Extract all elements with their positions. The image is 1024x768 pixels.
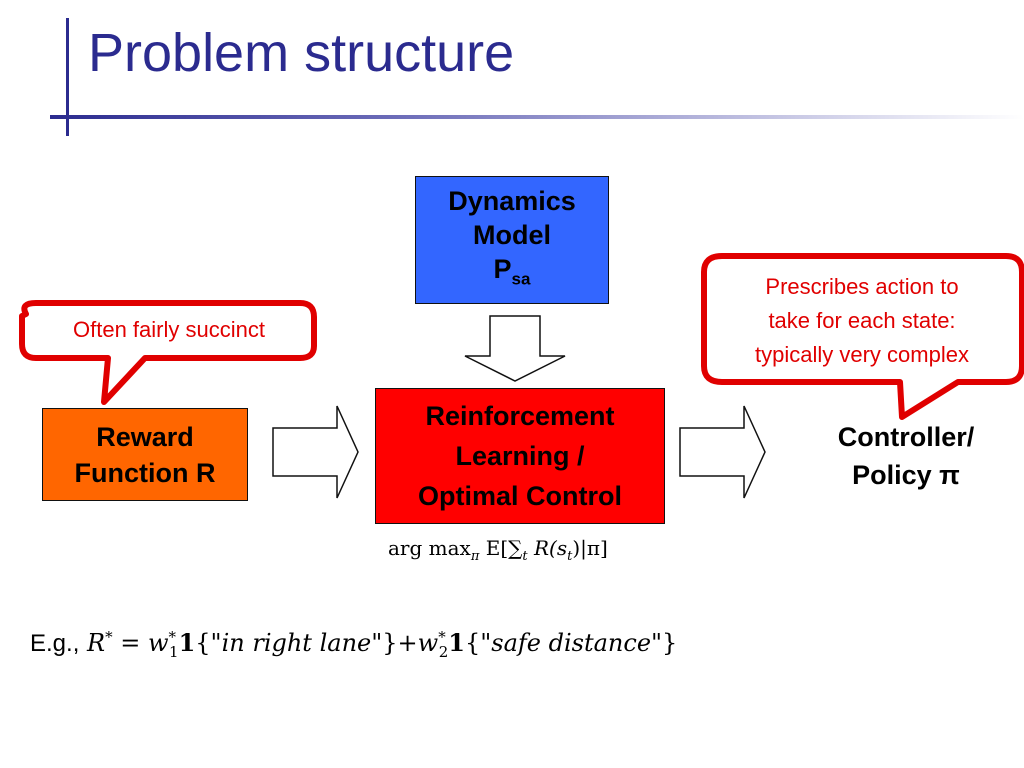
example-text1: in right lane xyxy=(221,629,372,657)
rl-line1: Reinforcement xyxy=(425,401,615,431)
formula-pi-sub: π xyxy=(470,549,480,564)
callout-right-bubble xyxy=(701,253,1024,420)
reinforcement-learning-box: Reinforcement Learning / Optimal Control xyxy=(375,388,665,524)
example-w1-sup: * xyxy=(168,628,177,646)
reward-function-box: Reward Function R xyxy=(42,408,248,501)
example-plus: + xyxy=(397,629,418,657)
formula-body: R(s xyxy=(534,536,568,560)
title-accent-vertical-line xyxy=(66,18,69,136)
callout-right-line2: take for each state: xyxy=(768,308,956,333)
dynamics-model-box: Dynamics Model Psa xyxy=(415,176,609,304)
title-accent-horizontal-line xyxy=(50,115,1024,119)
example-text2: safe distance xyxy=(491,629,652,657)
controller-policy-label: Controller/ Policy π xyxy=(806,418,1006,494)
controller-line1: Controller/ xyxy=(837,422,975,452)
dynamics-line1: Dynamics xyxy=(448,185,576,216)
example-w2-sub: 2 xyxy=(438,642,449,661)
example-ind2: 1 xyxy=(448,628,465,657)
page-title: Problem structure xyxy=(88,23,515,83)
example-lhs-sup: * xyxy=(105,628,113,646)
dynamics-sym: P xyxy=(493,253,512,284)
objective-formula: arg maxπ E[∑t R(st)|π] xyxy=(388,536,608,564)
callout-right-line1: Prescribes action to xyxy=(765,274,959,299)
rl-line2: Learning / xyxy=(455,441,585,471)
example-close1: "} xyxy=(371,629,398,657)
formula-expect: E[∑ xyxy=(485,536,523,560)
callout-left-text: Often fairly succinct xyxy=(73,317,265,342)
right-arrow-reward xyxy=(272,405,359,499)
example-open2: {" xyxy=(464,629,492,657)
formula-tail: )|π] xyxy=(572,536,608,560)
controller-line2: Policy π xyxy=(852,460,960,490)
example-w1-sub: 1 xyxy=(169,642,179,661)
reward-line2: Function R xyxy=(74,457,216,488)
callout-left-bubble xyxy=(19,300,317,405)
example-w1: w xyxy=(147,629,169,657)
callout-right-line3: typically very complex xyxy=(755,342,969,367)
formula-t-sub: t xyxy=(522,549,528,564)
example-close2: "} xyxy=(651,629,678,657)
callout-right-text: Prescribes action to take for each state… xyxy=(708,270,1016,372)
example-open1: {" xyxy=(195,629,222,657)
example-w2: w xyxy=(417,629,439,657)
example-lhs: R xyxy=(87,629,106,657)
dynamics-sub: sa xyxy=(511,269,531,289)
reward-line1: Reward xyxy=(96,421,194,452)
down-arrow xyxy=(464,315,566,382)
dynamics-line2: Model xyxy=(472,219,551,250)
example-eq: = xyxy=(120,629,141,657)
right-arrow-controller xyxy=(679,405,766,499)
example-ind1: 1 xyxy=(178,628,196,657)
example-formula: E.g., R* = w*11{"in right lane"}+w*21{"s… xyxy=(30,628,677,661)
dynamics-symbol: Psa xyxy=(448,252,576,296)
rl-line3: Optimal Control xyxy=(418,481,622,511)
example-eg: E.g., xyxy=(30,630,80,657)
formula-st-sub: t xyxy=(567,549,573,564)
formula-argmax: arg max xyxy=(388,536,471,560)
example-w2-sup: * xyxy=(438,628,446,646)
